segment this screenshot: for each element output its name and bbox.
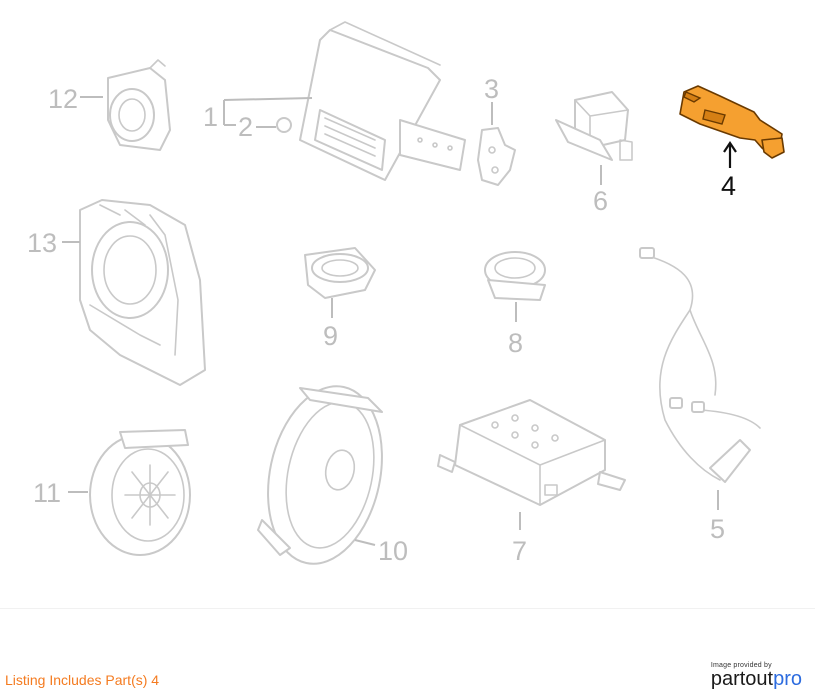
callout-4-arrowhead — [723, 141, 737, 153]
part-12-tweeter[interactable] — [107, 59, 171, 151]
part-10-speaker[interactable] — [252, 376, 397, 575]
brand-main: partout — [710, 668, 774, 690]
part-13-subwoofer[interactable] — [79, 199, 206, 386]
callout-10[interactable]: 10 — [378, 536, 408, 566]
part-9-speaker[interactable] — [304, 247, 376, 299]
part-7-amplifier[interactable] — [437, 399, 626, 506]
brand-logo[interactable]: partoutpro — [711, 669, 802, 689]
image-credit: Image provided by partoutpro — [711, 662, 802, 689]
callout-12[interactable]: 12 — [48, 84, 78, 114]
credit-small-text: Image provided by — [710, 662, 772, 669]
part-3-bracket[interactable] — [477, 127, 516, 186]
callout-5[interactable]: 5 — [710, 514, 725, 544]
callout-8[interactable]: 8 — [508, 328, 523, 358]
part-1-display-unit[interactable] — [299, 21, 466, 181]
listing-text: Listing Includes Part(s) 4 — [5, 672, 160, 688]
callout-4[interactable]: 4 — [721, 171, 736, 201]
callout-9[interactable]: 9 — [323, 321, 338, 351]
divider — [0, 608, 815, 609]
brand-accent: pro — [773, 668, 802, 690]
part-11-speaker[interactable] — [89, 429, 191, 556]
callout-10-line — [354, 539, 376, 546]
part-5-harness[interactable] — [639, 247, 761, 483]
part-6-module[interactable] — [555, 91, 633, 161]
callout-11[interactable]: 11 — [33, 478, 61, 508]
part-4-highlighted[interactable] — [679, 85, 785, 159]
callout-13[interactable]: 13 — [27, 228, 57, 258]
part-8-speaker[interactable] — [484, 251, 546, 301]
callout-3[interactable]: 3 — [484, 74, 499, 104]
callout-1-line — [223, 97, 313, 101]
callout-2[interactable]: 2 — [238, 112, 253, 142]
callout-7[interactable]: 7 — [512, 536, 527, 566]
callout-6[interactable]: 6 — [593, 186, 608, 216]
callout-1[interactable]: 1 — [203, 102, 218, 132]
part-2-knob[interactable] — [276, 117, 292, 133]
